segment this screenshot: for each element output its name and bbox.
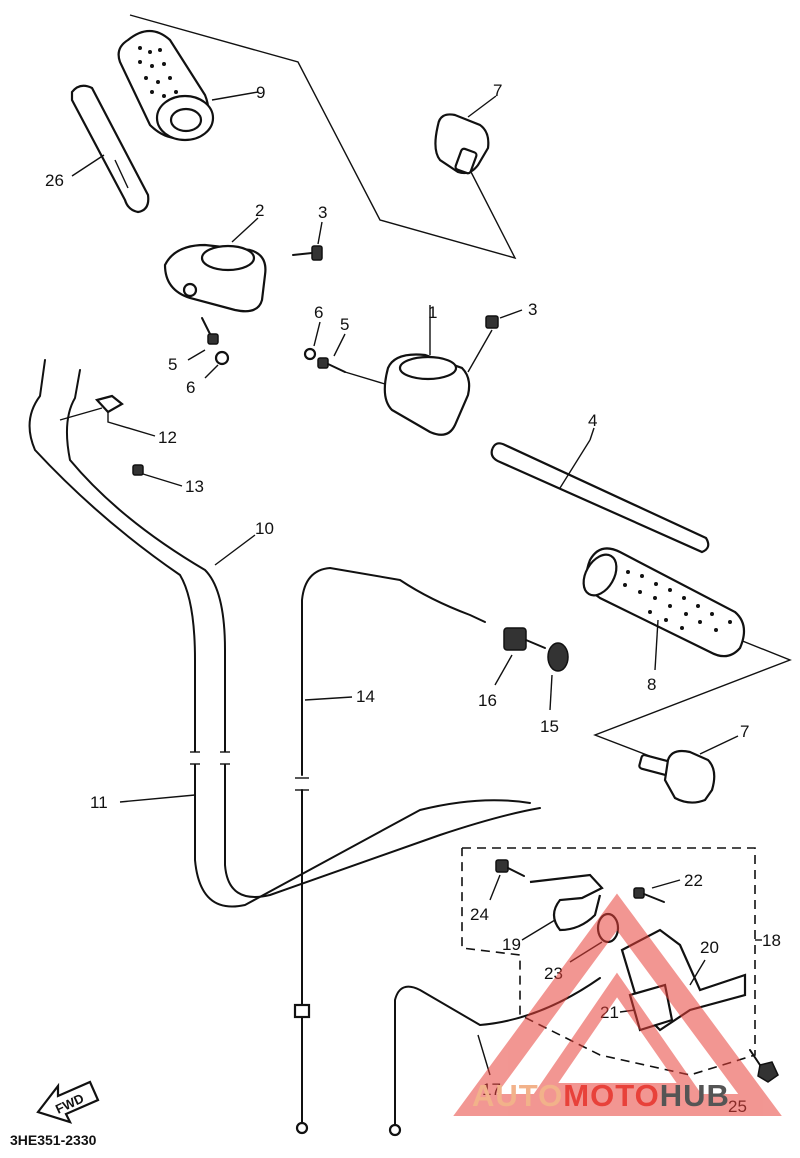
callout-4: 4 [588,411,597,430]
part-15-locknut [547,642,569,711]
callout-7-bottom: 7 [740,722,749,741]
part-3-screw-upper [292,221,323,261]
part-7-bar-end-top [434,95,497,175]
callout-16: 16 [478,691,497,710]
callout-8: 8 [647,675,656,694]
part-13-screw [132,464,183,487]
part-11-throttle-cable [28,359,531,908]
callout-13: 13 [185,477,204,496]
callout-labels: 1 2 3 3 4 5 5 6 6 7 7 8 9 10 11 12 13 14… [45,81,781,1116]
callout-2: 2 [255,201,264,220]
cable-break-marks [185,751,311,791]
part-22-screw [633,879,681,903]
callout-3-right: 3 [528,300,537,319]
part-26-throttle-tube [70,84,150,214]
watermark-triangle-icon [453,893,782,1116]
callout-5-right: 5 [340,315,349,334]
part-8-right-grip [582,547,746,671]
callout-19: 19 [502,935,521,954]
callout-5-left: 5 [168,355,177,374]
watermark-hub: HUB [660,1078,730,1113]
callout-15: 15 [540,717,559,736]
part-19-choke-lever [521,873,604,941]
part-6-washer-left [204,350,230,379]
part-9-throttle-grip [117,29,259,142]
part-24-screw [489,859,525,901]
callout-1: 1 [428,303,437,322]
diagram-code: 3HE351-2330 [10,1132,97,1148]
part-18-choke-assembly-outline [461,847,762,1076]
callout-6-right: 6 [314,303,323,322]
callout-11: 11 [90,793,108,812]
assembly-bracket-lines [129,14,792,761]
part-2-switch-housing [163,217,267,313]
watermark-logo: AUTOMOTOHUB [453,893,782,1116]
part-10-throttle-cable [66,369,541,898]
fwd-arrow-icon: FWD [36,1080,100,1124]
callout-12: 12 [158,428,177,447]
part-5-screw-right [317,333,386,385]
part-5-screw-left [187,317,219,361]
callout-14: 14 [356,687,375,706]
watermark-auto: AUTO [472,1078,563,1113]
part-1-right-switch-housing [383,305,471,436]
part-25-bolt [749,1049,779,1083]
callout-20: 20 [700,938,719,957]
callout-26: 26 [45,171,64,190]
callout-9: 9 [256,83,265,102]
callout-3-upper: 3 [318,203,327,222]
part-3-screw-right [467,309,523,373]
callout-18: 18 [762,931,781,950]
callout-10: 10 [255,519,274,538]
callout-24: 24 [470,905,489,924]
watermark-moto: MOTO [563,1078,659,1113]
part-14-clutch-cable [293,567,486,1135]
part-12-cable-holder [59,394,156,437]
part-16-adjuster [494,627,546,686]
part-7-bar-end-bottom [638,735,739,804]
part-6-washer-right [303,321,321,361]
callout-6-left: 6 [186,378,195,397]
part-4-handlebar [490,427,710,554]
callout-7-top: 7 [493,81,502,100]
callout-22: 22 [684,871,703,890]
watermark-text: AUTOMOTOHUB [472,1078,730,1113]
